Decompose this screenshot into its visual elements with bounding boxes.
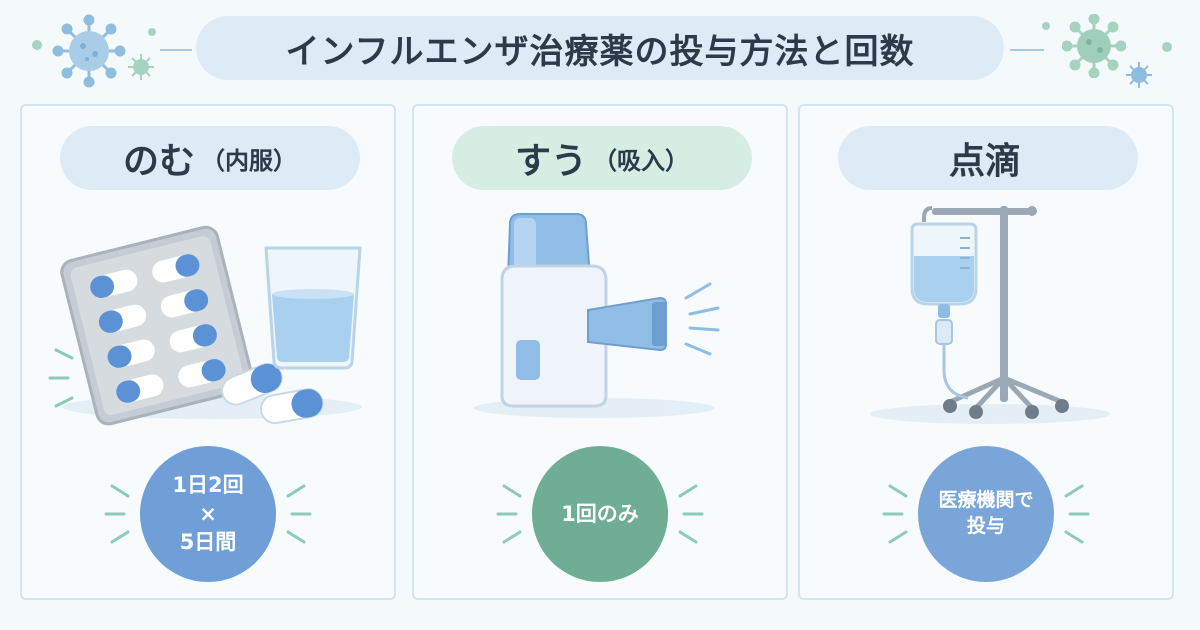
page-title: インフルエンザ治療薬の投与方法と回数	[196, 16, 1004, 80]
frequency-line: 1日2回	[172, 473, 244, 498]
iv-drip-stand-icon	[870, 206, 1110, 424]
frequency-line: ×	[199, 501, 217, 526]
frequency-line: 5日間	[179, 530, 237, 555]
virus-icon	[1126, 62, 1152, 88]
water-glass-icon	[264, 246, 362, 370]
title-divider-left	[160, 49, 192, 51]
method-card-oral: のむ （内服）	[20, 104, 396, 600]
pill-blister-pack-icon	[48, 225, 362, 426]
method-label-main: のむ	[122, 141, 195, 182]
frequency-badge-oral: 1日2回 × 5日間	[140, 446, 276, 582]
dot-decoration-icon	[1162, 42, 1172, 52]
frequency-line: 投与	[966, 515, 1005, 537]
method-card-inhale: すう （吸入） 1回のみ	[412, 104, 788, 600]
header: インフルエンザ治療薬の投与方法と回数	[0, 0, 1200, 90]
virus-icon	[128, 54, 154, 80]
frequency-line: 1回のみ	[561, 501, 639, 526]
method-label-sub: （内服）	[201, 146, 297, 175]
method-card-iv: 点滴 医療機関で 投与	[798, 104, 1174, 600]
method-label-iv: 点滴	[838, 126, 1138, 190]
inhaler-icon	[474, 213, 720, 418]
virus-icon	[52, 14, 126, 88]
dot-decoration-icon	[1042, 22, 1050, 30]
method-label-inhale: すう （吸入）	[452, 126, 752, 190]
method-label-sub: （吸入）	[593, 146, 689, 175]
frequency-line: 医療機関で	[938, 489, 1034, 512]
method-label-main: すう	[514, 141, 587, 182]
frequency-badge-iv: 医療機関で 投与	[918, 446, 1054, 582]
virus-icon	[1062, 14, 1126, 78]
method-label-oral: のむ （内服）	[60, 126, 360, 190]
title-divider-right	[1010, 49, 1044, 51]
dot-decoration-icon	[148, 28, 156, 36]
frequency-badge-inhale: 1回のみ	[532, 446, 668, 582]
dot-decoration-icon	[32, 40, 42, 50]
method-label-main: 点滴	[948, 141, 1021, 182]
